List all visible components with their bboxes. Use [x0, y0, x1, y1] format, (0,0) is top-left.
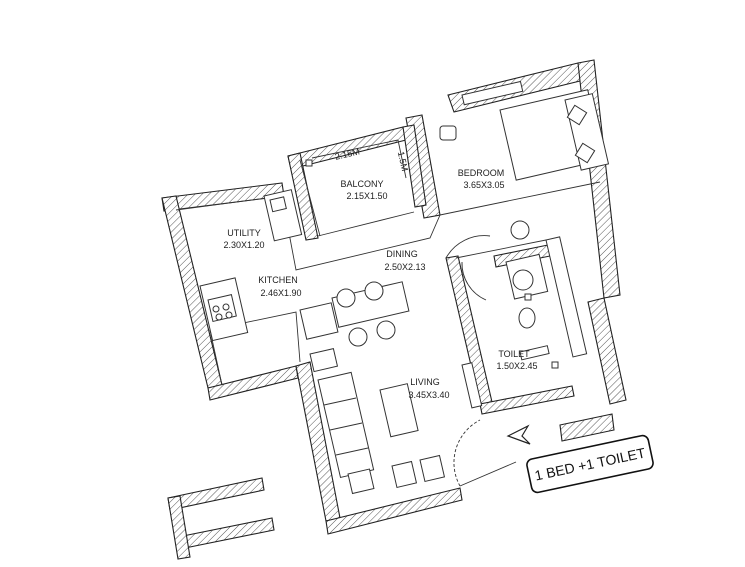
- label-living: LIVING 3.45X3.40: [408, 377, 449, 400]
- label-toilet: TOILET 1.50X2.45: [496, 349, 537, 371]
- toilet-name: TOILET: [498, 349, 530, 359]
- utility-fixtures: [263, 189, 303, 242]
- dining-set: [331, 281, 410, 347]
- sofa: [309, 348, 446, 495]
- balcony-depth-dimension: 1.5M: [396, 150, 410, 172]
- dining-size: 2.50X2.13: [384, 262, 425, 272]
- label-kitchen: KITCHEN 2.46X1.90: [258, 275, 301, 298]
- balcony-size: 2.15X1.50: [346, 191, 387, 201]
- label-utility: UTILITY 2.30X1.20: [223, 228, 264, 250]
- dining-name: DINING: [386, 249, 418, 259]
- bedroom-name: BEDROOM: [458, 168, 505, 178]
- unit-type-badge: 1 BED +1 TOILET: [526, 434, 654, 494]
- utility-size: 2.30X1.20: [223, 240, 264, 250]
- wardrobe-strip: [545, 236, 588, 358]
- bed: [439, 89, 610, 240]
- outer-walls: [161, 59, 627, 560]
- label-dining: DINING 2.50X2.13: [384, 249, 425, 272]
- balcony-name: BALCONY: [340, 179, 383, 189]
- entry-arrow-icon: [506, 424, 531, 445]
- label-bedroom: BEDROOM 3.65X3.05: [458, 168, 505, 190]
- utility-name: UTILITY: [227, 228, 261, 238]
- toilet-fixtures: [505, 253, 559, 369]
- kitchen-size: 2.46X1.90: [260, 288, 301, 298]
- label-balcony: BALCONY 2.15X1.50: [340, 179, 387, 201]
- living-size: 3.45X3.40: [408, 390, 449, 400]
- balcony-fixtures: [305, 139, 407, 179]
- toilet-size: 1.50X2.45: [496, 361, 537, 371]
- living-name: LIVING: [410, 377, 440, 387]
- kitchen-counter: [199, 277, 339, 342]
- kitchen-name: KITCHEN: [258, 275, 298, 285]
- interior-lines: [175, 80, 601, 487]
- bedroom-size: 3.65X3.05: [463, 180, 504, 190]
